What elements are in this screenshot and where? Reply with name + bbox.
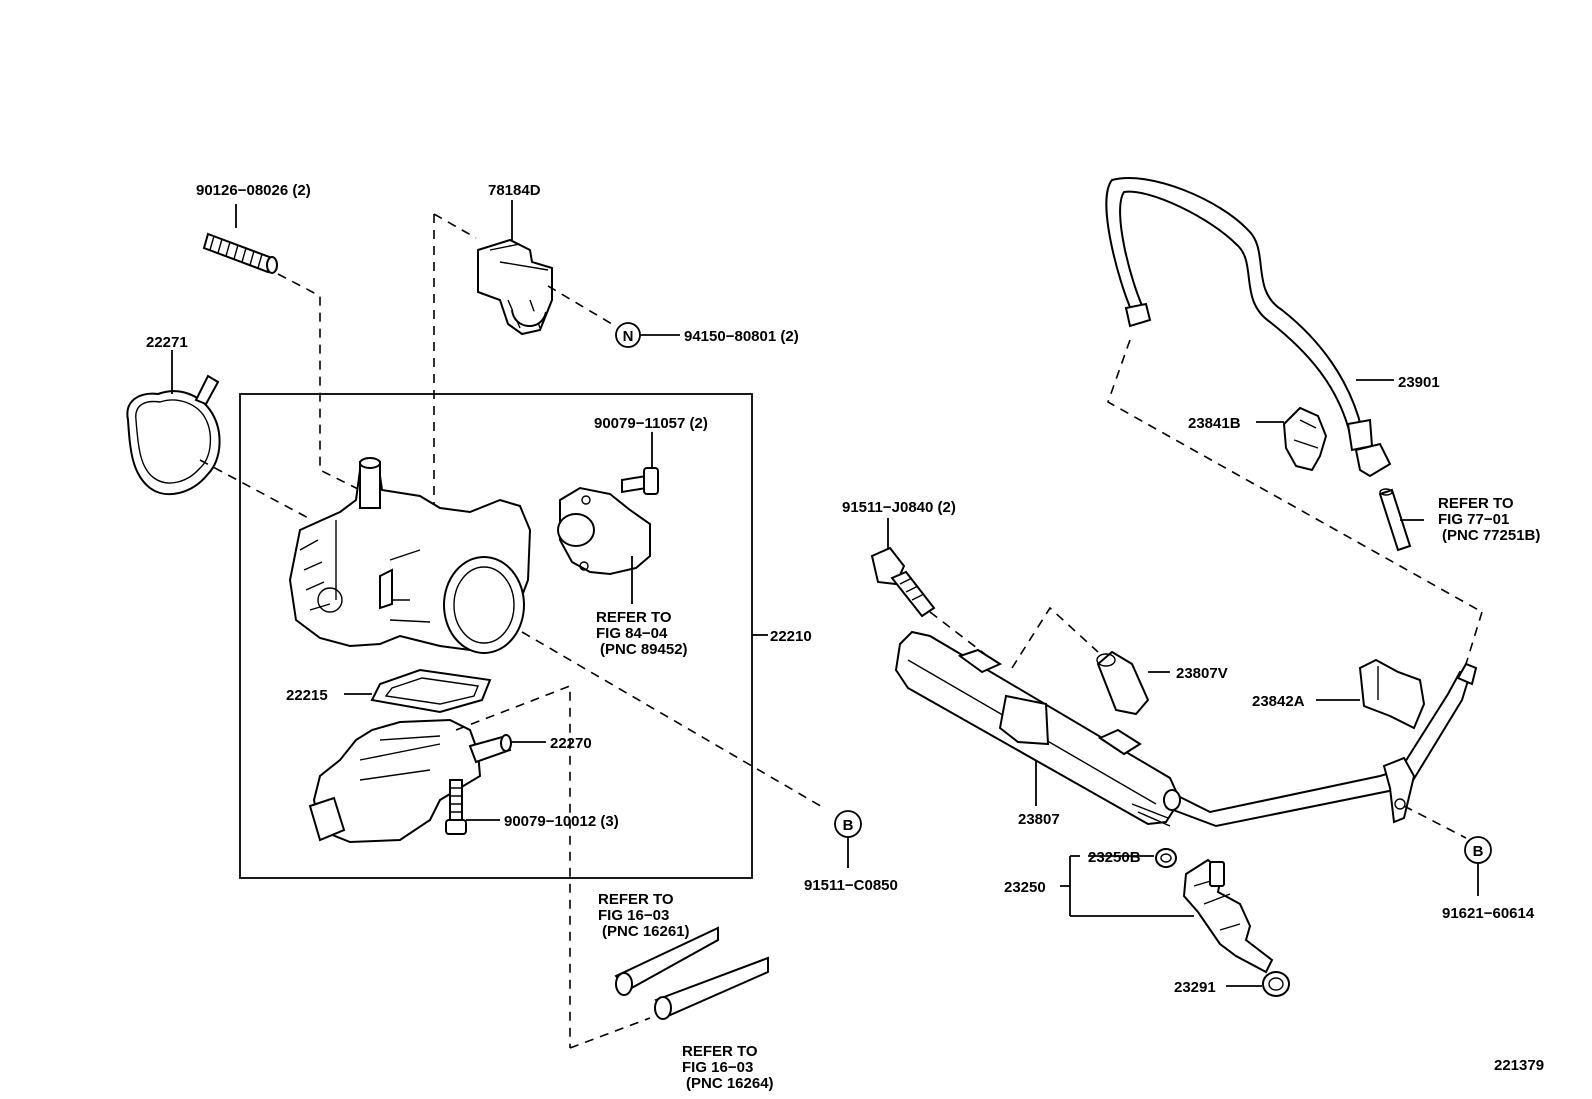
iac-screw-part[interactable] [445,779,467,835]
fuel-hose-part[interactable] [1105,177,1392,478]
label-23841b: 23841B [1188,415,1241,432]
svg-text:B: B [1473,843,1484,860]
label-refer-84-line2: FIG 84−04 [596,625,668,642]
marker-b-right: B [1464,836,1492,864]
label-23901: 23901 [1398,374,1440,391]
marker-n: N [615,322,641,348]
label-23842a: 23842A [1252,693,1305,710]
label-refer-16-a-line1: REFER TO [598,891,674,908]
hose-clip-part[interactable] [1282,406,1328,472]
water-bypass-hose-2[interactable] [654,956,769,1020]
label-22215: 22215 [286,687,328,704]
throttle-position-sensor[interactable] [557,486,651,576]
label-refer-16-b-line2: FIG 16−03 [682,1059,753,1076]
label-90126-08026: 90126−08026 (2) [196,182,311,199]
idle-air-control-valve-part[interactable] [308,718,512,844]
fuel-pipe-part[interactable] [1163,662,1478,828]
fuel-delivery-pipe-part[interactable] [894,630,1182,827]
label-94150-80801: 94150−80801 (2) [684,328,799,345]
label-90079-11057: 90079−11057 (2) [594,415,708,432]
label-refer-16-a-line3: (PNC 16261) [602,923,690,940]
label-78184d: 78184D [488,182,541,199]
diagram-id: 221379 [1494,1057,1544,1074]
svg-text:N: N [623,328,634,345]
label-22210: 22210 [770,628,812,645]
throttle-body-gasket-part[interactable] [126,374,221,496]
label-91511-c0850: 91511−C0850 [804,877,898,894]
sensor-screw-part[interactable] [621,467,659,495]
label-22270: 22270 [550,735,592,752]
injector-o-ring-upper[interactable] [1155,848,1177,868]
label-23807: 23807 [1018,811,1060,828]
label-refer-77-line1: REFER TO [1438,495,1514,512]
injector-o-ring-lower[interactable] [1262,971,1290,997]
iac-gasket-part[interactable] [370,668,492,714]
svg-text:B: B [843,817,854,834]
label-23291: 23291 [1174,979,1216,996]
marker-b-left: B [834,810,862,838]
label-22271: 22271 [146,334,188,351]
label-23250: 23250 [1004,879,1046,896]
label-refer-16-b-line3: (PNC 16264) [686,1075,774,1092]
label-refer-84-line1: REFER TO [596,609,672,626]
label-91621-60614: 91621−60614 [1442,905,1535,922]
delivery-pipe-cushion[interactable] [1096,650,1150,716]
label-refer-77-line3: (PNC 77251B) [1442,527,1540,544]
fuel-injector-part[interactable] [1182,858,1274,974]
label-refer-77-line2: FIG 77−01 [1438,511,1509,528]
assembly-frame [239,393,753,879]
label-refer-84-line3: (PNC 89452) [600,641,688,658]
stud-bolt-part[interactable] [202,232,278,274]
label-90079-10012: 90079−10012 (3) [504,813,619,830]
water-bypass-hose-1[interactable] [614,926,719,996]
throttle-body-part[interactable] [288,457,532,654]
label-23807v: 23807V [1176,665,1228,682]
label-refer-16-a-line2: FIG 16−03 [598,907,669,924]
fuel-pipe-clamp[interactable] [1358,658,1426,730]
label-refer-16-b-line1: REFER TO [682,1043,758,1060]
delivery-pipe-bolt[interactable] [870,546,936,618]
bracket-part[interactable] [477,238,553,336]
label-91511-j0840: 91511−J0840 (2) [842,499,956,516]
label-23250b: 23250B [1088,849,1141,866]
